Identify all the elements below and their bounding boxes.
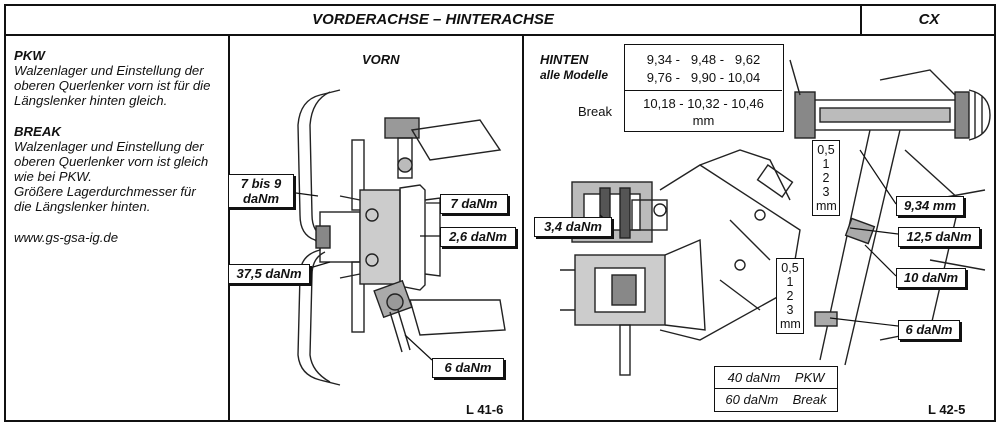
- rear-shaft-drawing: [789, 59, 991, 366]
- torque-7-9-line2: daNm: [242, 191, 280, 206]
- column-divider-left: [228, 36, 230, 422]
- break-text-1: Walzenlager und Einstellung der oberen Q…: [14, 139, 209, 184]
- rear-arm-drawing: [659, 149, 801, 341]
- torque-label-7-9-danm: 7 bis 9 daNm: [228, 174, 294, 208]
- rear-figure-ref: L 42-5: [928, 402, 966, 417]
- nut-torque-pkw: 40 daNm PKW: [715, 367, 837, 389]
- torque-label-37-5-danm: 37,5 daNm: [228, 264, 310, 284]
- rear-title-line2: alle Modelle: [540, 68, 609, 82]
- length-label-9-34-mm: 9,34 mm: [896, 196, 964, 216]
- rear-hub-drawing: [560, 238, 706, 376]
- torque-7-9-line1: 7 bis 9: [240, 176, 282, 191]
- shim-top-0: 0,5: [817, 143, 835, 157]
- shim-top-3: 3: [822, 185, 830, 199]
- notes-column: PKW Walzenlager und Einstellung der ober…: [14, 48, 214, 261]
- torque-label-10-danm: 10 daNm: [896, 268, 966, 288]
- torque-label-6-danm-rear: 6 daNm: [898, 320, 960, 340]
- leader-lines: [295, 149, 899, 361]
- pkw-heading: PKW: [14, 48, 45, 63]
- shim-top-unit: mm: [816, 199, 837, 213]
- torque-label-6-danm-front: 6 daNm: [432, 358, 504, 378]
- shim-bottom-3: 3: [786, 303, 794, 317]
- shim-sizes-top: 0,5 1 2 3 mm: [812, 140, 840, 216]
- front-lower-joint-drawing: [373, 279, 506, 353]
- front-figure-ref: L 41-6: [466, 402, 504, 417]
- rear-title: HINTEN alle Modelle: [540, 52, 608, 83]
- torque-label-3-4-danm: 3,4 daNm: [534, 217, 612, 237]
- column-divider-right: [522, 36, 524, 422]
- torque-label-2-6-danm: 2,6 daNm: [440, 227, 516, 247]
- pkw-text: Walzenlager und Einstellung der oberen Q…: [14, 63, 211, 108]
- shaft-length-table: 9,34 - 9,48 - 9,62 9,76 - 9,90 - 10,04 1…: [624, 44, 784, 132]
- table-break-label: Break: [578, 104, 612, 119]
- header: VORDERACHSE – HINTERACHSE CX: [6, 6, 994, 36]
- shim-top-1: 1: [822, 157, 830, 171]
- shim-bottom-0: 0,5: [781, 261, 799, 275]
- front-hub-drawing: [315, 184, 441, 291]
- table-unit: mm: [692, 113, 715, 128]
- nut-torque-table: 40 daNm PKW 60 daNm Break: [714, 366, 838, 412]
- shim-top-2: 2: [822, 171, 830, 185]
- break-heading: BREAK: [14, 124, 61, 139]
- shim-bottom-unit: mm: [780, 317, 801, 331]
- torque-label-7-danm: 7 daNm: [440, 194, 508, 214]
- nut-torque-break: 60 daNm Break: [725, 392, 827, 407]
- front-title: VORN: [362, 52, 400, 67]
- torque-label-12-5-danm: 12,5 daNm: [898, 227, 980, 247]
- front-upper-joint-drawing: [384, 117, 502, 179]
- break-text-2: Größere Lagerdurchmesser für die Längsle…: [14, 184, 196, 214]
- table-row-2: 9,76 - 9,90 - 10,04: [646, 70, 761, 85]
- model-code: CX: [918, 11, 940, 28]
- shim-sizes-bottom: 0,5 1 2 3 mm: [776, 258, 804, 334]
- table-row-3: 10,18 - 10,32 - 10,46: [643, 96, 764, 111]
- rear-title-line1: HINTEN: [540, 52, 589, 67]
- table-row-1: 9,34 - 9,48 - 9,62: [646, 52, 761, 67]
- front-wheel-rim-drawing: [297, 89, 365, 386]
- shim-bottom-2: 2: [786, 289, 794, 303]
- page-title: VORDERACHSE – HINTERACHSE: [6, 6, 862, 34]
- website-url: www.gs-gsa-ig.de: [14, 230, 119, 245]
- spec-sheet: VORDERACHSE – HINTERACHSE CX: [4, 4, 996, 422]
- shim-bottom-1: 1: [786, 275, 794, 289]
